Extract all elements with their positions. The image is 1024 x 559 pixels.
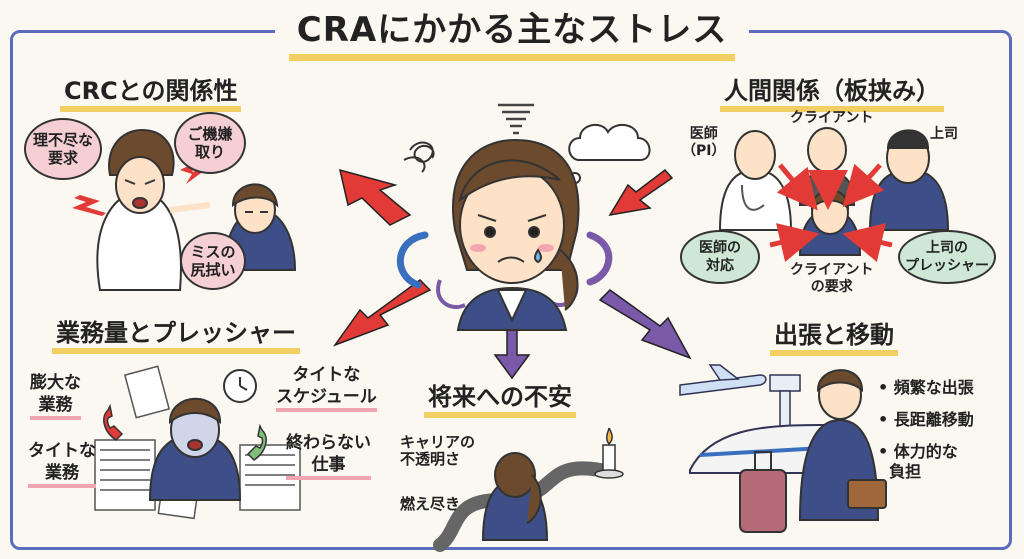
heading-relations: 人間関係（板挟み） xyxy=(720,76,944,112)
future-woman-back xyxy=(481,452,549,541)
label-client: クライアント xyxy=(790,110,874,126)
arrow-to-future xyxy=(493,329,531,380)
tornado-icon xyxy=(498,103,534,135)
phone-icon-2 xyxy=(246,423,267,461)
pressure-arrow-boss xyxy=(842,163,885,207)
label-client-demand: クライアント の要求 xyxy=(790,262,874,295)
arrow-to-workload xyxy=(332,279,432,347)
item-endless-work: 終わらない 仕事 xyxy=(286,432,371,480)
airplane-icon xyxy=(679,364,767,396)
central-worried-woman xyxy=(452,138,580,331)
bullet-frequent-trips: • 頻繁な出張 xyxy=(878,378,974,397)
bubble-flattery: ご機嫌 取り xyxy=(174,112,246,174)
stress-scribble-icon xyxy=(403,141,435,173)
page-title: CRAにかかる主なストレス xyxy=(288,6,736,61)
bubble-doctor-handling: 医師の 対応 xyxy=(680,230,760,284)
heading-future: 将来への不安 xyxy=(424,382,576,418)
swirl-bottom-left-icon xyxy=(436,279,466,309)
bubble-cover-mistakes: ミスの 尻拭い xyxy=(180,232,246,290)
item-tight-schedule: タイトな スケジュール xyxy=(276,364,377,412)
boss-figure xyxy=(868,129,950,231)
arrow-to-travel xyxy=(598,289,692,360)
overwhelmed-worker xyxy=(148,397,242,501)
item-tight-tasks: タイトな 業務 xyxy=(28,440,96,488)
pressure-arrow-left xyxy=(769,223,820,263)
label-boss: 上司 xyxy=(930,126,958,142)
title-wrap: CRAにかかる主なストレス xyxy=(275,6,749,61)
pressure-arrow-right xyxy=(842,223,893,263)
clock-icon xyxy=(223,369,257,403)
anger-lines-icon xyxy=(72,160,208,216)
item-career-uncertainty: キャリアの 不透明さ xyxy=(400,433,476,468)
label-doctor: 医師 （PI） xyxy=(682,126,726,159)
bubble-boss-pressure: 上司の プレッシャー xyxy=(898,230,996,284)
crc-angry-woman xyxy=(96,128,211,291)
candle-icon xyxy=(594,427,624,479)
heading-travel: 出張と移動 xyxy=(770,320,898,356)
bullet-long-distance: • 長距離移動 xyxy=(878,410,974,429)
briefcase-icon xyxy=(847,479,887,509)
heading-crc: CRCとの関係性 xyxy=(60,76,242,112)
control-tower xyxy=(769,374,801,447)
bullet-physical-burden: • 体力的な 負担 xyxy=(878,442,958,481)
swirl-left-icon xyxy=(397,231,429,289)
doctor-figure xyxy=(718,130,793,231)
pressure-arrow-doctor xyxy=(776,163,818,211)
bubble-unreasonable-demand: 理不尽な 要求 xyxy=(24,118,102,180)
arrow-from-relations xyxy=(608,168,674,217)
suitcase-icon xyxy=(739,451,787,533)
phone-icon xyxy=(103,403,124,441)
swirl-right-icon xyxy=(586,231,613,286)
heading-workload: 業務量とプレッシャー xyxy=(52,318,300,354)
item-burnout: 燃え尽き xyxy=(400,495,461,513)
arrow-to-crc xyxy=(338,168,412,226)
item-huge-workload: 膨大な 業務 xyxy=(30,372,81,420)
